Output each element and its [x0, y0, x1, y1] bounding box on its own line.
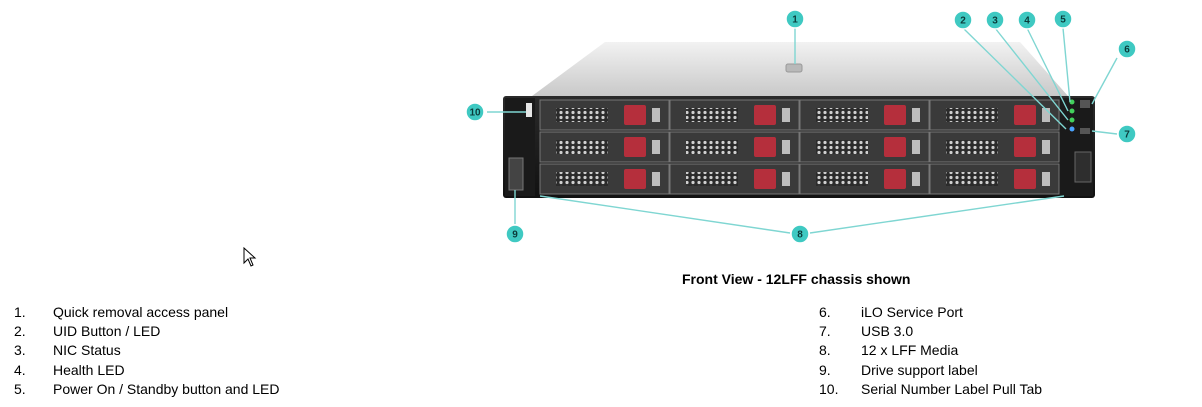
legend-number: 3.	[14, 342, 26, 359]
legend-number: 5.	[14, 380, 26, 397]
lff-drive-bay	[539, 131, 670, 163]
callout-marker-4: 4	[1017, 10, 1037, 30]
legend-item: 5. Power On / Standby button and LED	[14, 380, 279, 399]
callout-number: 3	[992, 16, 998, 27]
drive-support-label	[508, 157, 524, 191]
serial-pull-tab	[526, 103, 532, 117]
callout-number: 10	[469, 108, 481, 119]
top-panel-release-latch	[785, 63, 803, 73]
callout-marker-1: 1	[785, 9, 805, 29]
callout-number: 7	[1124, 130, 1130, 141]
lff-drive-bay	[929, 131, 1060, 163]
legend-item: 9. Drive support label	[819, 361, 1042, 380]
legend-number: 7.	[819, 323, 831, 340]
callout-number: 5	[1060, 15, 1066, 26]
lff-drive-bay	[799, 163, 930, 195]
mouse-pointer-icon	[243, 247, 257, 267]
lff-drive-bay	[929, 163, 1060, 195]
callout-marker-10: 10	[465, 102, 485, 122]
callout-leaders	[487, 27, 1118, 234]
legend-item: 8. 12 x LFF Media	[819, 341, 1042, 360]
legend-number: 9.	[819, 361, 831, 378]
callout-number: 8	[797, 230, 803, 241]
power-led	[1069, 99, 1075, 105]
legend-number: 8.	[819, 342, 831, 359]
legend-number: 10.	[819, 380, 839, 397]
legend-left-column: 1. Quick removal access panel 2. UID Butto…	[14, 303, 279, 399]
lff-drive-bay	[669, 99, 800, 131]
lff-drive-bay	[539, 163, 670, 195]
callout-marker-9: 9	[505, 224, 525, 244]
lff-drive-bay	[669, 163, 800, 195]
legend-label: 12 x LFF Media	[861, 342, 959, 359]
uid-led	[1069, 126, 1075, 132]
legend-label: iLO Service Port	[861, 304, 963, 320]
legend-item: 6. iLO Service Port	[819, 303, 1042, 322]
legend-item: 7. USB 3.0	[819, 322, 1042, 341]
callout-number: 9	[512, 230, 518, 241]
legend-item: 4. Health LED	[14, 361, 279, 380]
hpe-logo-plate	[1074, 151, 1092, 183]
legend-label: Drive support label	[861, 361, 978, 378]
lff-drive-bay	[669, 131, 800, 163]
legend-label: USB 3.0	[861, 323, 914, 340]
legend-item: 3. NIC Status	[14, 341, 279, 360]
callout-marker-2: 2	[953, 10, 973, 30]
callout-number: 4	[1024, 16, 1030, 27]
lff-drive-bay	[539, 99, 670, 131]
callout-number: 2	[960, 16, 966, 27]
legend-item: 10. Serial Number Label Pull Tab	[819, 380, 1042, 399]
legend-label: Serial Number Label Pull Tab	[861, 380, 1043, 397]
lff-drive-bay	[799, 131, 930, 163]
legend-label: NIC Status	[53, 342, 121, 359]
legend-label: Health LED	[53, 361, 125, 378]
callout-number: 1	[792, 15, 798, 26]
legend-number: 2.	[14, 323, 26, 340]
legend-right-column: 6. iLO Service Port 7. USB 3.0 8. 12 x LFF …	[819, 303, 1042, 399]
nic-status-led	[1069, 117, 1075, 123]
callout-marker-6: 6	[1117, 39, 1137, 59]
lff-drive-bay	[799, 99, 930, 131]
callout-marker-3: 3	[985, 10, 1005, 30]
callout-marker-8: 8	[790, 224, 810, 244]
legend-number: 4.	[14, 361, 26, 378]
ilo-service-port	[1080, 100, 1090, 108]
lff-drive-bays	[539, 99, 1060, 195]
health-led	[1069, 108, 1075, 114]
legend-item: 2. UID Button / LED	[14, 322, 279, 341]
lff-drive-bay	[929, 99, 1060, 131]
legend-label: Quick removal access panel	[53, 304, 229, 320]
legend-label: UID Button / LED	[53, 323, 161, 340]
legend-number: 6.	[819, 304, 831, 320]
figure-caption: Front View - 12LFF chassis shown	[682, 271, 911, 287]
server-front-view-diagram: 1 2 3 4 5 6 7 8 9 10	[465, 9, 1137, 244]
callout-number: 6	[1124, 45, 1130, 56]
usb-port	[1080, 128, 1090, 134]
legend-number: 1.	[14, 304, 26, 320]
callout-marker-5: 5	[1053, 9, 1073, 29]
callout-marker-7: 7	[1117, 124, 1137, 144]
legend-item: 1. Quick removal access panel	[14, 303, 279, 322]
legend-label: Power On / Standby button and LED	[53, 380, 280, 397]
